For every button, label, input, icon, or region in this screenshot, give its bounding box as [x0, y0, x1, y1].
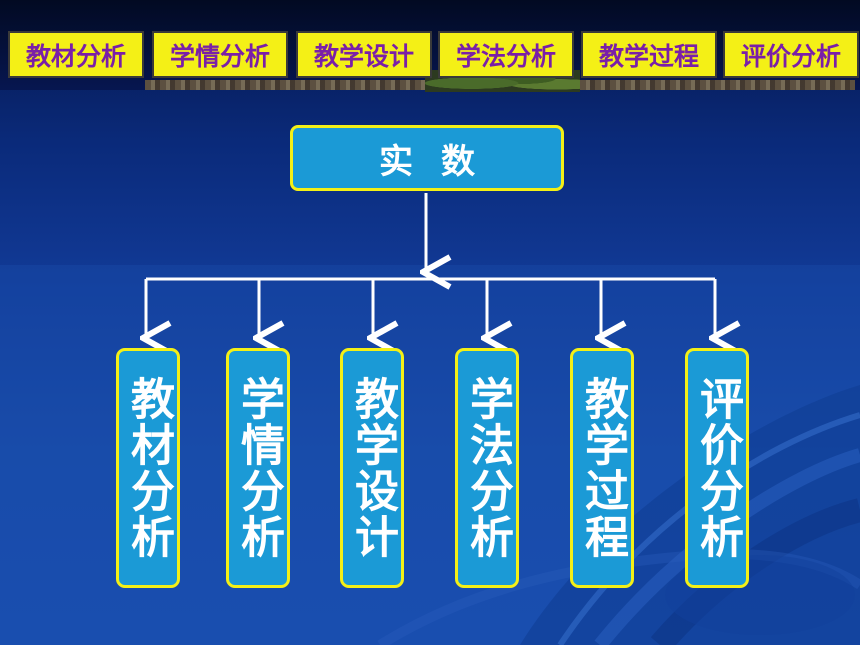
nav-button-teaching-material[interactable]: 教材分析 — [8, 31, 144, 78]
diagram-node-teaching-design: 教学设计 — [340, 348, 404, 588]
diagram-root-box: 实数 — [290, 125, 564, 191]
diagram-node-teaching-process: 教学过程 — [570, 348, 634, 588]
diagram-node-student-analysis: 学情分析 — [226, 348, 290, 588]
nav-button-teaching-process[interactable]: 教学过程 — [581, 31, 717, 78]
nav-button-teaching-design[interactable]: 教学设计 — [296, 31, 432, 78]
nav-button-evaluation[interactable]: 评价分析 — [723, 31, 859, 78]
diagram-node-learning-method: 学法分析 — [455, 348, 519, 588]
nav-button-student-analysis[interactable]: 学情分析 — [152, 31, 288, 78]
nav-button-learning-method[interactable]: 学法分析 — [438, 31, 574, 78]
diagram-node-teaching-material: 教材分析 — [116, 348, 180, 588]
nav-bar: 教材分析 学情分析 教学设计 学法分析 教学过程 评价分析 — [8, 31, 860, 78]
diagram-node-evaluation: 评价分析 — [685, 348, 749, 588]
